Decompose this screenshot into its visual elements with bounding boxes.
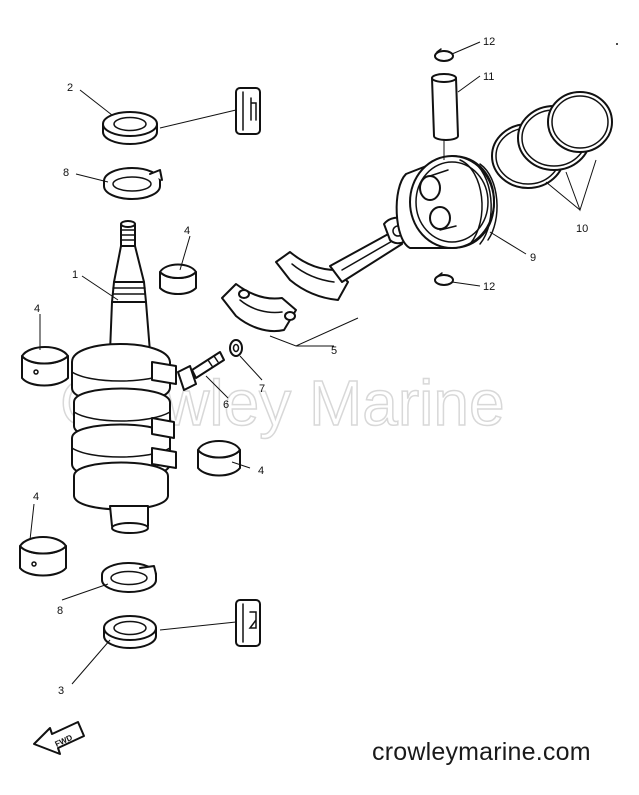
sealant-detail-upper (159, 87, 261, 135)
callout-12-bottom: 12 (483, 281, 495, 293)
site-url[interactable]: crowleymarine.com (372, 738, 591, 766)
callout-5: 5 (331, 345, 337, 357)
callout-4-mid-right: 4 (258, 465, 264, 477)
callout-3: 3 (58, 685, 64, 697)
oil-seal-upper (102, 111, 158, 145)
connecting-rod-bolt (177, 351, 225, 391)
speck-mark (616, 43, 618, 45)
main-bearing-lower-right (197, 440, 241, 477)
callout-1: 1 (72, 269, 78, 281)
connecting-rod (221, 216, 414, 332)
callout-9: 9 (530, 252, 536, 264)
main-bearing-upper-left (21, 346, 69, 387)
callout-4-bottom-left: 4 (33, 491, 39, 503)
piston (395, 155, 498, 249)
callout-10: 10 (576, 223, 588, 235)
retainer-ring-upper (103, 167, 163, 200)
callout-labels: 1 2 3 4 4 4 4 5 6 7 8 8 9 10 11 12 12 (33, 36, 588, 697)
callout-8-bottom: 8 (57, 605, 63, 617)
circlip-top (434, 48, 454, 62)
callout-6: 6 (223, 399, 229, 411)
callout-4-top-left: 4 (34, 303, 40, 315)
main-bearing-upper-right (159, 263, 197, 295)
crankshaft (71, 220, 177, 534)
circlip-bottom (434, 272, 454, 286)
leader-lines (29, 41, 597, 685)
sealant-detail-lower (159, 599, 261, 647)
forward-direction-arrow: FWD (33, 721, 85, 755)
callout-8-top: 8 (63, 167, 69, 179)
retainer-ring-lower (101, 562, 157, 593)
piston-pin (431, 73, 459, 141)
washer (229, 339, 243, 357)
callout-2: 2 (67, 82, 73, 94)
callout-11: 11 (483, 71, 494, 83)
main-bearing-lower-left (19, 536, 67, 577)
callout-4-top-right: 4 (184, 225, 190, 237)
piston-rings (491, 91, 613, 189)
oil-seal-lower (103, 615, 157, 649)
callout-7: 7 (259, 383, 265, 395)
callout-12-top: 12 (483, 36, 495, 48)
